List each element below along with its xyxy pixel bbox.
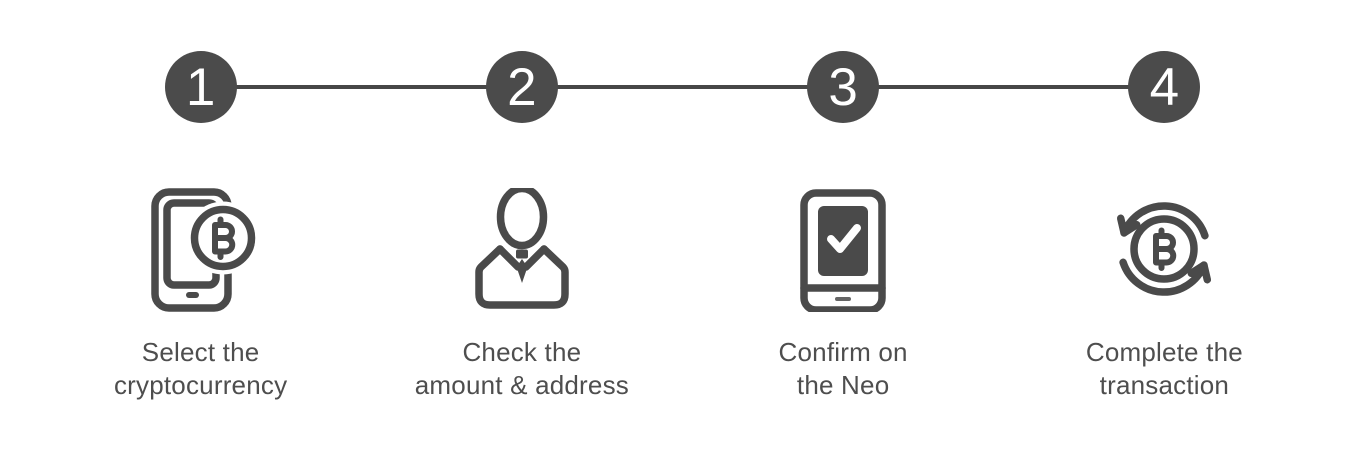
step-connector-line — [200, 85, 1167, 89]
bitcoin-refresh-icon — [1108, 188, 1220, 312]
step-label: Complete the transaction — [1085, 337, 1243, 400]
device-brand-mark — [835, 297, 852, 301]
device-checkmark-icon — [787, 188, 899, 312]
step-number-badge: 1 — [164, 51, 237, 123]
step-3: 3 Confirm on the Neo — [683, 0, 1004, 459]
step-4: 4 Complete the transaction — [1004, 0, 1325, 459]
step-label: Select the cryptocurrency — [113, 337, 288, 400]
step-label: Check the amount & address — [414, 337, 629, 400]
person-tie-icon — [466, 188, 578, 312]
step-number-badge: 2 — [485, 51, 558, 123]
phone-bitcoin-icon — [145, 188, 257, 312]
step-2: 2 Check the amount & address — [361, 0, 682, 459]
step-label: Confirm on the Neo — [778, 337, 908, 400]
step-number-badge: 4 — [1128, 51, 1201, 123]
step-1: 1 Select the cryptocurrency — [40, 0, 361, 459]
step-number-badge: 3 — [807, 51, 880, 123]
